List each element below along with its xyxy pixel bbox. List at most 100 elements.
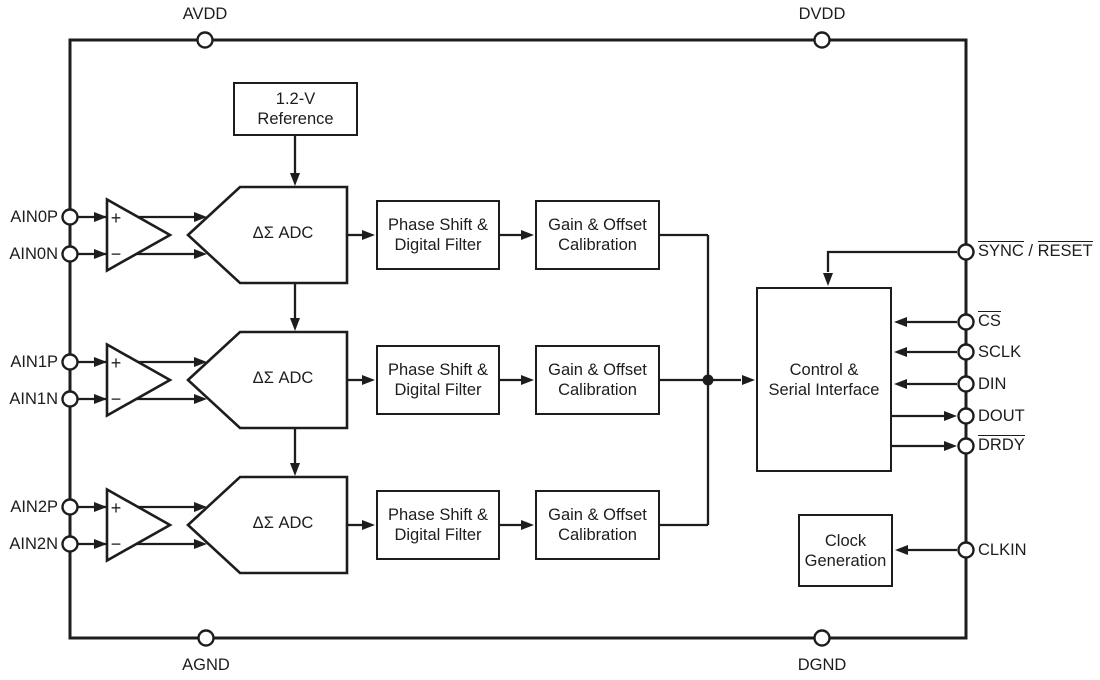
arrow-control-drdy [944,441,957,451]
ain1n-label: AIN1N [9,390,58,408]
pin-avdd [196,31,214,49]
phase-filter-block-ch1: Phase Shift & Digital Filter [376,200,500,270]
arrow-control-dout [944,411,957,421]
clock-line1: Clock [824,531,867,550]
pin-sclk [957,343,975,361]
arrow-phase1-gain1 [521,230,534,240]
gain-offset-line1: Gain & Offset [548,216,647,234]
adc-pentagon-ch2 [186,330,349,430]
arrow-phase3-gain3 [521,520,534,530]
dgnd-label: DGND [797,656,847,674]
clock-generation-block: Clock Generation [798,514,893,587]
pin-ain0p [61,208,79,226]
dvdd-label: DVDD [798,5,846,23]
phase-filter-line1: Phase Shift & [388,361,488,379]
reset-label: RESET [1037,241,1093,260]
ain0n-label: AIN0N [9,245,58,263]
amp-plus-ch1: + [110,208,122,228]
pin-ain2p [61,498,79,516]
phase-filter-line1: Phase Shift & [388,216,488,234]
wire-sync-reset [826,250,957,272]
adc-label-ch3: ΔΣ ADC [252,514,314,532]
arrow-ain2p-amp [94,502,107,512]
arrow-ain1p-amp [94,357,107,367]
phase-filter-line2: Digital Filter [394,381,482,399]
pin-clkin [957,541,975,559]
gain-offset-block-ch2: Gain & Offset Calibration [535,345,660,415]
adc-pentagon-ch3 [186,475,349,575]
pin-sync-reset [957,243,975,261]
pin-din [957,375,975,393]
ain2n-label: AIN2N [9,535,58,553]
reference-line1: 1.2-V [275,90,316,108]
bus-junction-dot [702,374,714,386]
pin-dout [957,407,975,425]
amp-triangle-ch3 [105,487,173,563]
pga-amplifiers [105,197,173,563]
pin-ain2n [61,535,79,553]
adc-label-ch2: ΔΣ ADC [252,369,314,387]
arrow-amp2-adc-p [194,357,207,367]
arrow-amp2-adc-n [194,394,207,404]
sync-reset-separator: / [1023,242,1038,260]
drdy-text: DRDY [978,435,1025,454]
arrow-bus-control [742,375,755,385]
control-line2: Serial Interface [768,380,880,399]
arrow-sync-control [823,273,833,286]
ain1p-label: AIN1P [10,353,58,371]
pin-dvdd [813,31,831,49]
arrow-din-control [894,379,907,389]
arrow-adc2-adc3 [290,463,300,476]
arrow-phase2-gain2 [521,375,534,385]
reference-line2: Reference [257,110,334,128]
amp-triangle-ch1 [105,197,173,273]
clkin-label: CLKIN [978,541,1027,559]
gain-offset-line2: Calibration [558,526,637,544]
din-label: DIN [978,375,1007,393]
gain-offset-line1: Gain & Offset [548,361,647,379]
dout-label: DOUT [978,407,1025,425]
adc-label-ch1: ΔΣ ADC [252,224,314,242]
control-serial-interface-block: Control & Serial Interface [756,287,892,472]
pin-ain1n [61,390,79,408]
control-line1: Control & [789,360,859,379]
gain-offset-block-ch1: Gain & Offset Calibration [535,200,660,270]
arrow-adc1-phase1 [362,230,375,240]
drdy-label: DRDY [978,435,1025,455]
arrow-adc1-adc2 [290,318,300,331]
amp-plus-ch3: + [110,498,122,518]
phase-filter-line2: Digital Filter [394,236,482,254]
pin-drdy [957,437,975,455]
sclk-label: SCLK [978,343,1022,361]
phase-filter-block-ch3: Phase Shift & Digital Filter [376,490,500,560]
amp-plus-ch2: + [110,353,122,373]
arrow-ain0n-amp [94,249,107,259]
pin-ain1p [61,353,79,371]
arrow-ref-adc1 [290,173,300,186]
cs-label: CS [978,311,1001,331]
arrow-cs-control [894,317,907,327]
phase-filter-block-ch2: Phase Shift & Digital Filter [376,345,500,415]
gain-offset-line2: Calibration [558,381,637,399]
sync-label: SYNC [978,241,1024,260]
gain-offset-block-ch3: Gain & Offset Calibration [535,490,660,560]
arrow-ain1n-amp [94,394,107,404]
sync-reset-label: SYNC / RESET [978,241,1093,261]
gain-offset-line2: Calibration [558,236,637,254]
pin-dgnd [813,629,831,647]
arrow-adc3-phase3 [362,520,375,530]
adc-pentagon-ch1 [186,185,349,285]
arrow-amp3-adc-p [194,502,207,512]
arrow-adc2-phase2 [362,375,375,385]
clock-line2: Generation [804,551,887,570]
phase-filter-line1: Phase Shift & [388,506,488,524]
chip-boundary [68,38,968,640]
cs-text: CS [978,311,1001,330]
pin-circles [61,31,975,647]
amp-minus-ch3: − [110,534,122,554]
avdd-label: AVDD [182,5,228,23]
amp-minus-ch2: − [110,389,122,409]
ain0p-label: AIN0P [10,208,58,226]
